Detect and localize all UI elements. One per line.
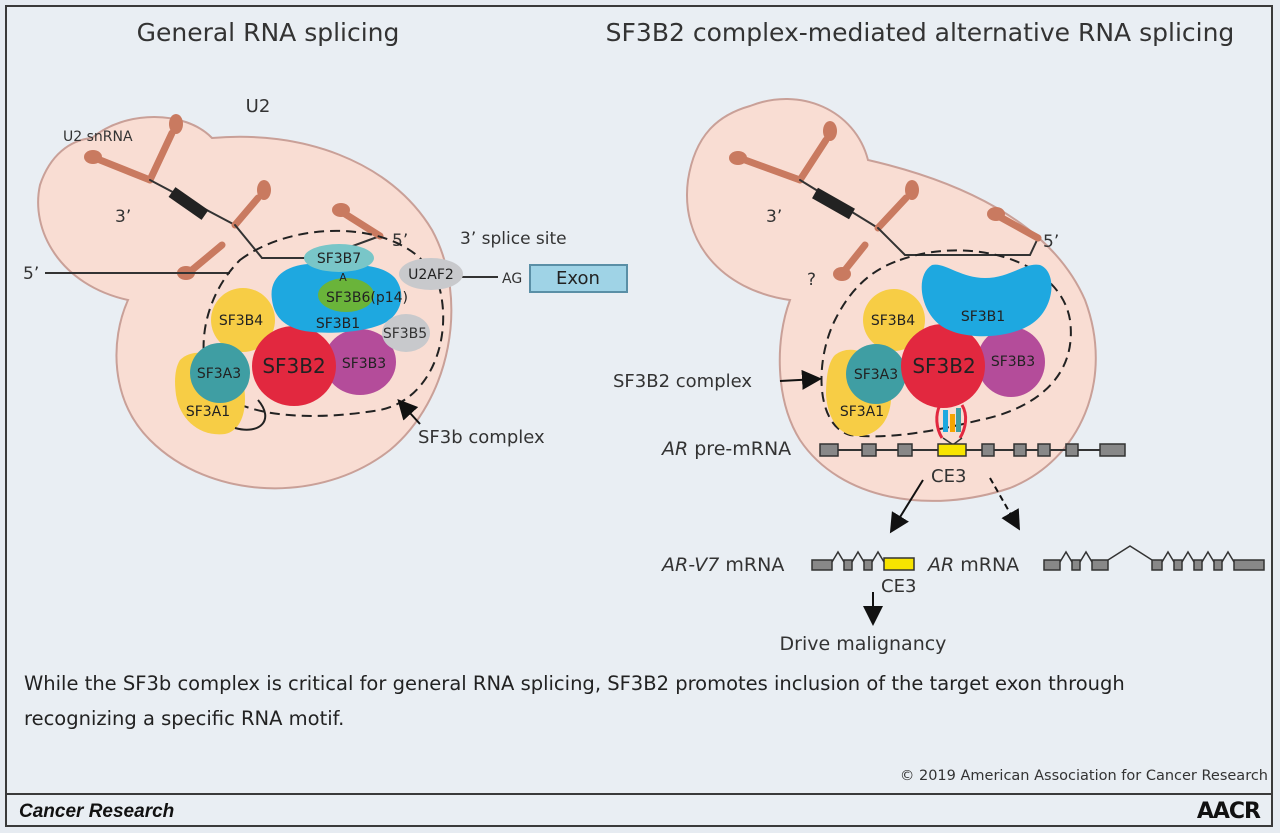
right-stem-loops — [729, 121, 1005, 281]
arrow-to-ar-v7 — [889, 479, 924, 534]
left-three-prime-label: 3’ — [115, 207, 131, 227]
ar-mrna-italic: AR — [926, 554, 954, 576]
ag-label: AG — [502, 271, 522, 287]
ar-v7-mrna-label: AR-V7 mRNA — [660, 554, 784, 576]
right-sf3b3-label: SF3B3 — [991, 354, 1035, 370]
right-three-prime-label: 3’ — [766, 207, 782, 227]
right-sf3a1-label: SF3A1 — [840, 404, 884, 420]
footer-divider — [7, 793, 1271, 795]
ce3-label: CE3 — [931, 466, 966, 487]
exon-box — [529, 264, 628, 293]
right-sf3b1-shape — [921, 264, 1052, 337]
left-u2af2-shape — [399, 258, 463, 290]
ar-pre-mrna-label: AR pre-mRNA — [660, 438, 791, 460]
right-u2-snrna-structure — [741, 136, 1042, 274]
left-title: General RNA splicing — [137, 18, 400, 47]
exon-label: Exon — [556, 268, 600, 289]
right-sf3b2-shape — [901, 324, 985, 408]
right-sf3b1-label: SF3B1 — [961, 309, 1005, 325]
left-sf3b-complex-arrow — [397, 399, 421, 425]
left-u2af2-label: U2AF2 — [408, 267, 454, 283]
left-sf3b4-label: SF3B4 — [219, 313, 263, 329]
ar-v7-transcript — [811, 550, 915, 571]
aacr-logo: AACR — [1196, 799, 1261, 824]
left-sf3b2-shape — [252, 326, 336, 406]
left-sf3b5-label: SF3B5 — [383, 326, 427, 342]
right-sf3a3-label: SF3A3 — [854, 367, 898, 383]
left-sf3b2-label: SF3B2 — [262, 354, 325, 378]
drive-malignancy-label: Drive malignancy — [780, 633, 947, 655]
left-sf3b7-shape — [304, 244, 374, 272]
right-sf3b2-complex-label: SF3B2 complex — [613, 371, 752, 392]
rna-motif-logo — [935, 404, 968, 439]
left-a-label: A — [339, 271, 347, 284]
ce3-label-2: CE3 — [881, 576, 916, 597]
copyright-notice: © 2019 American Association for Cancer R… — [899, 768, 1268, 784]
right-sf3b4-label: SF3B4 — [871, 313, 915, 329]
left-sf3b5-shape — [382, 314, 430, 352]
right-sf3b2-label: SF3B2 — [912, 354, 975, 378]
right-five-prime-label: 5’ — [1043, 232, 1059, 252]
figure-caption: While the SF3b complex is critical for g… — [24, 672, 1125, 730]
journal-name: Cancer Research — [19, 801, 175, 822]
right-sf3b4-shape — [863, 289, 925, 351]
ar-mrna-label: AR mRNA — [926, 554, 1019, 576]
left-sf3a3-label: SF3A3 — [197, 366, 241, 382]
left-u2-snrna-label: U2 snRNA — [63, 129, 133, 145]
left-u2-label: U2 — [246, 96, 271, 117]
right-sf3a3-shape — [846, 344, 906, 404]
ar-pre-mrna-gene — [819, 437, 1126, 457]
left-sf3a3-loop — [234, 399, 267, 431]
left-five-prime-label-b: 5’ — [392, 231, 408, 251]
ar-v7-rest: mRNA — [719, 554, 784, 576]
right-title: SF3B2 complex-mediated alternative RNA s… — [606, 18, 1235, 47]
left-u2-snrna-structure — [96, 129, 384, 274]
left-sf3b6-shape — [318, 278, 374, 312]
ar-pre-mrna-rest: pre-mRNA — [688, 438, 791, 460]
left-sf3b-complex-label: SF3b complex — [418, 427, 545, 448]
left-sf3b3-shape — [324, 329, 396, 395]
ar-mrna-rest: mRNA — [954, 554, 1019, 576]
left-sf3b3-label: SF3B3 — [342, 356, 386, 372]
left-sf3b1-label: SF3B1 — [316, 316, 360, 332]
left-sf3b6-label: SF3B6(p14) — [326, 290, 408, 306]
right-sf3b3-shape — [977, 327, 1045, 397]
left-sf3a3-shape — [190, 343, 250, 403]
ar-v7-italic: AR-V7 — [660, 554, 719, 576]
splice-site-label: 3’ splice site — [460, 229, 567, 249]
left-sf3a1-label: SF3A1 — [186, 404, 230, 420]
left-sf3b7-label: SF3B7 — [317, 251, 361, 267]
left-five-prime-label-a: 5’ — [23, 264, 39, 284]
ar-full-transcript — [1043, 545, 1265, 571]
left-sf3b4-shape — [211, 288, 275, 352]
right-sf3b2-complex-arrow — [779, 369, 822, 390]
ar-pre-mrna-italic: AR — [660, 438, 688, 460]
right-question-mark: ? — [807, 270, 816, 290]
left-stem-loops — [84, 114, 350, 280]
